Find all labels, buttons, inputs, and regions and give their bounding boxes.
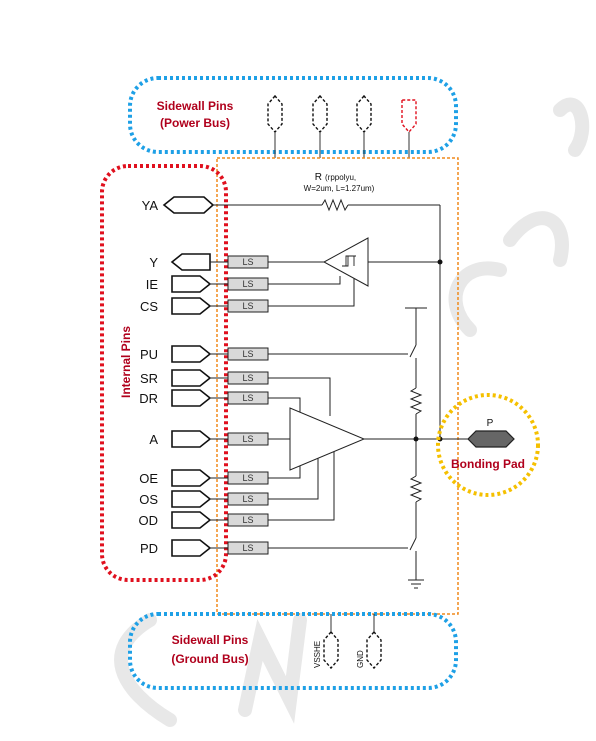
pad-p-shape [467,430,515,448]
svg-text:LS: LS [242,393,253,403]
svg-text:LS: LS [242,349,253,359]
pin-os-shape [171,490,212,508]
ls-pd: LS [227,541,269,555]
ls-dr: LS [227,391,269,405]
pin-label-oe: OE [139,471,158,486]
internal-pins-box [100,164,228,582]
ls-sr: LS [227,371,269,385]
ground-bus-box [128,612,458,690]
output-driver [289,407,366,471]
pin-label-pd: PD [140,541,158,556]
resistor-dims: W=2um, L=1.27um) [304,184,375,193]
ground-pin-vsshe [323,630,339,670]
junctions [413,259,443,442]
ls-ie: LS [227,277,269,291]
power-bus-title: Sidewall Pins [157,99,234,113]
pin-label-dr: DR [139,391,158,406]
pin-oe-shape [171,469,212,487]
pin-label-ie: IE [146,277,159,292]
power-bus-subtitle: (Power Bus) [160,116,230,130]
ls-oe: LS [227,471,269,485]
ground-bus-title: Sidewall Pins [172,633,249,647]
ls-pu: LS [227,347,269,361]
ground-pins [323,630,382,670]
svg-text:LS: LS [242,279,253,289]
pin-cs-shape [171,297,212,315]
ground-pin-gnd [366,630,382,670]
ground-pin-vsshe-label: VSSHE [313,641,322,668]
ground-pin-gnd-label: GND [356,650,365,668]
power-pins [267,94,417,134]
bonding-pad-label: Bonding Pad [451,457,525,471]
svg-text:LS: LS [242,543,253,553]
internal-pins-label: Internal Pins [119,326,133,398]
pin-a-shape [171,430,212,448]
power-pin-3 [356,94,372,134]
pin-label-sr: SR [140,371,158,386]
pin-label-cs: CS [140,299,158,314]
pin-pd-shape [171,539,212,557]
pin-label-od: OD [139,513,159,528]
pin-ya-shape [162,196,215,214]
svg-text:LS: LS [242,257,253,267]
resistor-spec: (rppolyu, [325,173,356,182]
svg-text:LS: LS [242,373,253,383]
ls-a: LS [227,432,269,446]
svg-text:LS: LS [242,434,253,444]
ls-y: LS [227,255,269,269]
pin-ie-shape [171,275,212,293]
pin-label-ya: YA [142,198,159,213]
power-bus-box [128,76,458,154]
pad-p-label: P [487,418,494,429]
pin-label-pu: PU [140,347,158,362]
ls-od: LS [227,513,269,527]
pin-dr-shape [171,389,212,407]
level-shifters: LS LS LS LS LS LS LS LS LS LS LS [227,255,269,555]
power-pin-2 [312,94,328,134]
receiver-buffer [322,237,369,287]
ls-os: LS [227,492,269,506]
ground-bus-subtitle: (Ground Bus) [171,652,248,666]
bonding-pad-ring [436,393,540,497]
pin-od-shape [171,511,212,529]
pin-label-y: Y [149,255,158,270]
pin-y-shape [170,253,211,271]
pin-label-a: A [149,432,158,447]
circuit-wires [212,198,476,589]
power-pin-1 [267,94,283,134]
svg-text:LS: LS [242,473,253,483]
power-pin-4 [401,99,417,134]
ls-cs: LS [227,299,269,313]
pin-pu-shape [171,345,212,363]
svg-text:LS: LS [242,301,253,311]
resistor-name: R [315,172,322,183]
cell-boundary [216,157,459,615]
svg-text:LS: LS [242,515,253,525]
pin-shapes [162,196,215,557]
pin-label-os: OS [139,492,158,507]
pin-sr-shape [171,369,212,387]
svg-text:LS: LS [242,494,253,504]
